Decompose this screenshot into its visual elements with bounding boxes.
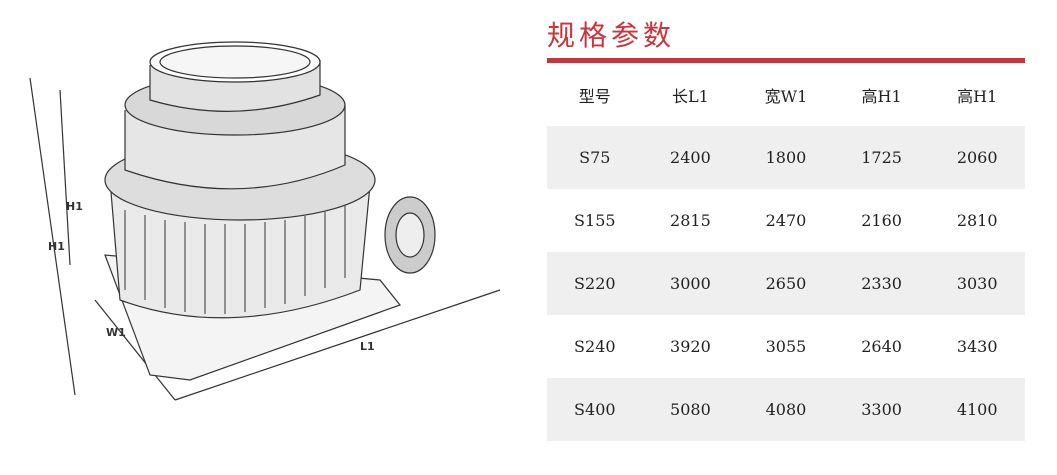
l1-dimension-line (174, 289, 501, 401)
cell-length: 3000 (670, 274, 711, 293)
l1-label: L1 (360, 340, 375, 353)
header-height-2: 高H1 (957, 86, 998, 106)
header-model: 型号 (578, 86, 611, 106)
cell-height-2: 2060 (956, 148, 998, 167)
table-row: S220 3000 2650 2330 3030 (547, 252, 1025, 315)
cell-height-2: 2810 (956, 211, 998, 230)
table-row: S155 2815 2470 2160 2810 (547, 189, 1025, 252)
w1-label: W1 (106, 326, 126, 339)
cell-model: S220 (574, 274, 616, 293)
cell-width: 1800 (765, 148, 807, 167)
h1-inner-label: H1 (66, 200, 83, 213)
cell-model: S400 (574, 400, 616, 419)
title-divider (547, 58, 1025, 63)
spec-table: 型号 长L1 宽W1 高H1 高H1 S75 2400 1800 1725 20… (547, 63, 1025, 441)
cell-height: 2640 (861, 337, 902, 356)
cell-length: 2400 (670, 148, 711, 167)
cell-height: 2160 (861, 211, 902, 230)
cell-width: 2650 (765, 274, 807, 293)
cell-model: S240 (574, 337, 616, 356)
cell-model: S155 (574, 211, 616, 230)
w1-dimension-line (94, 299, 176, 401)
table-row: S75 2400 1800 1725 2060 (547, 126, 1025, 189)
cell-width: 3055 (765, 337, 807, 356)
table-row: S400 5080 4080 3300 4100 (547, 378, 1025, 441)
cell-height: 2330 (861, 274, 902, 293)
cell-length: 3920 (670, 337, 711, 356)
cell-height-2: 4100 (956, 400, 998, 419)
table-row: S240 3920 3055 2640 3430 (547, 315, 1025, 378)
cell-height: 1725 (861, 148, 902, 167)
h1-outer-dimension-line (29, 77, 76, 396)
header-height: 高H1 (861, 86, 902, 106)
cell-width: 2470 (765, 211, 807, 230)
cell-length: 5080 (670, 400, 711, 419)
cell-model: S75 (579, 148, 611, 167)
h1-inner-dimension-line (59, 89, 71, 266)
table-header-row: 型号 长L1 宽W1 高H1 高H1 (547, 63, 1025, 126)
cell-height-2: 3030 (956, 274, 998, 293)
header-length: 长L1 (671, 86, 709, 106)
cell-height: 3300 (861, 400, 902, 419)
cell-width: 4080 (765, 400, 807, 419)
header-width: 宽W1 (764, 86, 808, 106)
section-title: 规格参数 (547, 19, 676, 52)
cell-height-2: 3430 (956, 337, 998, 356)
cell-length: 2815 (670, 211, 711, 230)
cone-crusher-illustration: H1 H1 W1 L1 (29, 41, 501, 401)
h1-outer-label: H1 (48, 240, 65, 253)
